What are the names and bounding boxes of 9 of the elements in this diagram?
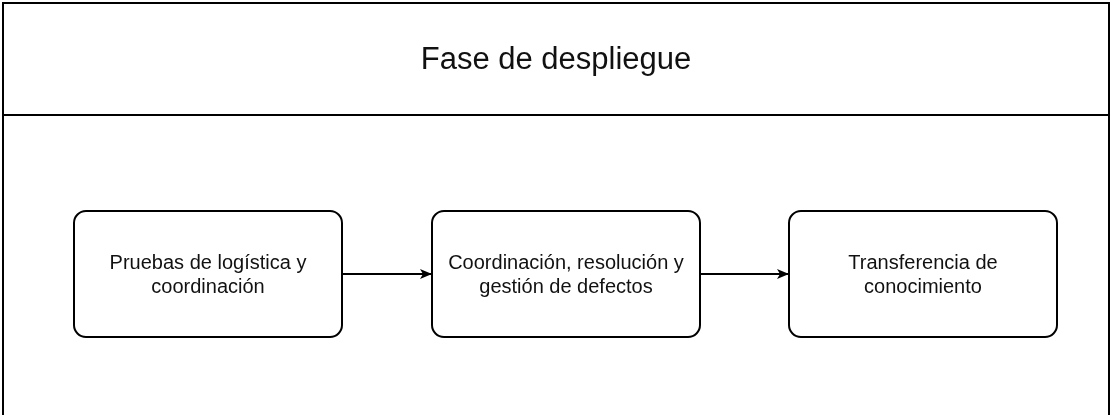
step-label: Transferencia de conocimiento bbox=[847, 250, 999, 298]
phase-title: Fase de despliegue bbox=[420, 41, 692, 77]
arrow bbox=[700, 269, 789, 279]
process-box bbox=[73, 210, 343, 338]
arrow bbox=[342, 269, 432, 279]
process-box bbox=[431, 210, 701, 338]
process-box bbox=[788, 210, 1058, 338]
step-label: Coordinación, resolución y gestión de defectos bbox=[447, 250, 685, 298]
step-label: Pruebas de logística y coordinación bbox=[108, 250, 308, 298]
